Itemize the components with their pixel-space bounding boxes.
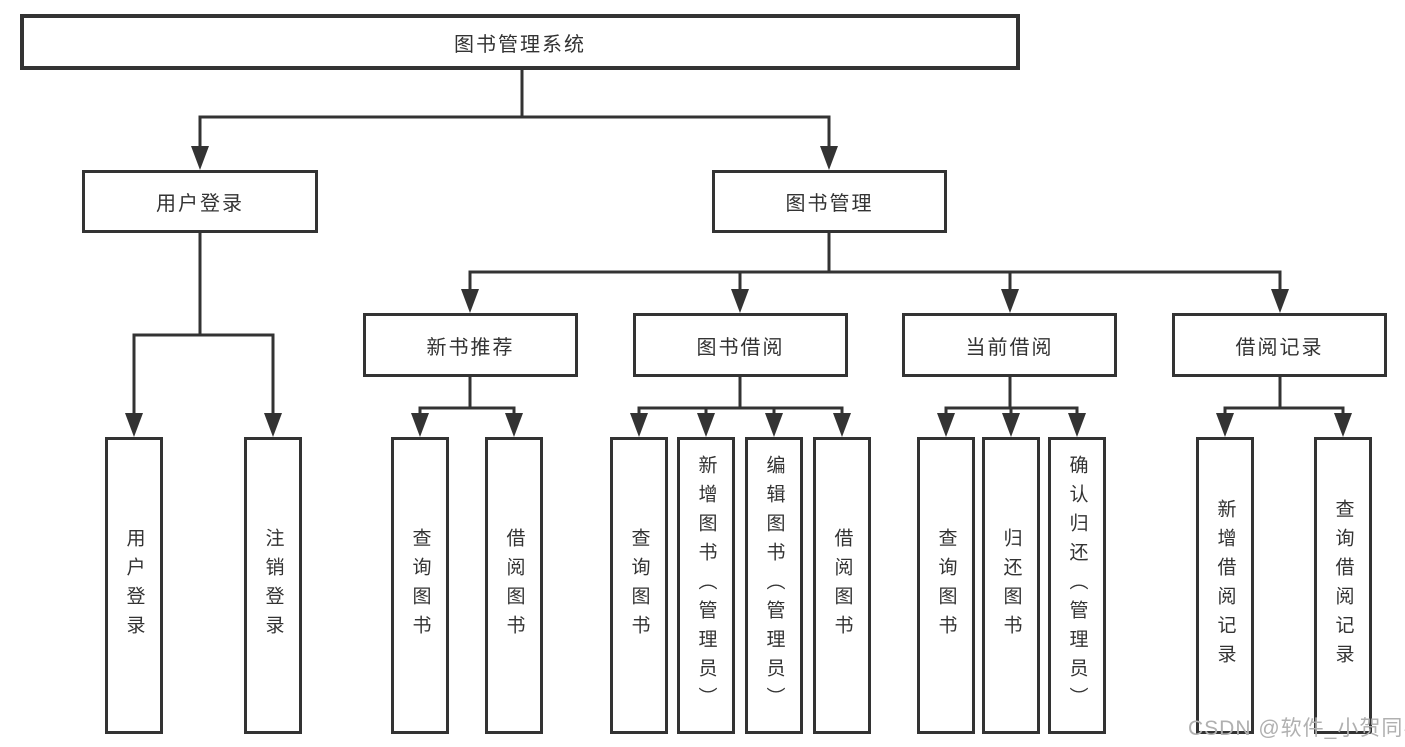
arrow-leaf-user-login — [125, 413, 143, 437]
leaf-nb-query-book-label: 查询图书 — [409, 527, 431, 644]
leaf-logout: 注销登录 — [244, 437, 302, 734]
arrow-leaf-nb-borrow — [505, 413, 523, 437]
edge-current-borrow-children — [944, 375, 1079, 421]
node-user-login: 用户登录 — [82, 170, 318, 233]
leaf-bb-query-book-label: 查询图书 — [628, 527, 650, 644]
leaf-cb-query-book: 查询图书 — [917, 437, 975, 734]
node-borrow-record: 借阅记录 — [1172, 313, 1387, 377]
leaf-bb-borrow-book: 借阅图书 — [813, 437, 871, 734]
leaf-bb-query-book: 查询图书 — [610, 437, 668, 734]
arrow-book-mgmt — [820, 146, 838, 170]
arrow-leaf-br-query — [1334, 413, 1352, 437]
node-root-system: 图书管理系统 — [20, 14, 1020, 70]
arrow-leaf-logout — [264, 413, 282, 437]
edge-new-book-children — [418, 375, 516, 421]
csdn-watermark: CSDN @软件_小贺同学 — [1188, 717, 1405, 740]
edge-book-borrow-children — [637, 375, 844, 421]
arrow-leaf-bb-edit — [765, 413, 783, 437]
edge-borrow-record-children — [1223, 375, 1345, 421]
arrow-leaf-nb-query — [411, 413, 429, 437]
leaf-bb-add-book-admin-label: 新增图书（管理员） — [695, 455, 717, 716]
arrow-borrow-record — [1271, 289, 1289, 313]
leaf-bb-add-book-admin: 新增图书（管理员） — [677, 437, 735, 734]
edge-user-login-children — [132, 231, 275, 421]
leaf-br-add-record-label: 新增借阅记录 — [1214, 498, 1236, 673]
leaf-cb-confirm-return-admin-label: 确认归还（管理员） — [1066, 455, 1088, 716]
arrow-leaf-cb-confirm — [1068, 413, 1086, 437]
arrow-book-borrow — [731, 289, 749, 313]
leaf-cb-query-book-label: 查询图书 — [935, 527, 957, 644]
arrow-leaf-bb-add — [697, 413, 715, 437]
leaf-br-add-record: 新增借阅记录 — [1196, 437, 1254, 734]
arrow-current-borrow — [1001, 289, 1019, 313]
arrow-leaf-bb-borrow — [833, 413, 851, 437]
leaf-nb-borrow-book-label: 借阅图书 — [503, 527, 525, 644]
node-new-book-recommend: 新书推荐 — [363, 313, 578, 377]
leaf-bb-edit-book-admin: 编辑图书（管理员） — [745, 437, 803, 734]
node-book-management: 图书管理 — [712, 170, 947, 233]
leaf-cb-confirm-return-admin: 确认归还（管理员） — [1048, 437, 1106, 734]
leaf-nb-borrow-book: 借阅图书 — [485, 437, 543, 734]
arrow-leaf-br-add — [1216, 413, 1234, 437]
arrow-leaf-cb-return — [1002, 413, 1020, 437]
leaf-nb-query-book: 查询图书 — [391, 437, 449, 734]
arrow-leaf-cb-query — [937, 413, 955, 437]
leaf-user-login: 用户登录 — [105, 437, 163, 734]
arrow-new-book-recommend — [461, 289, 479, 313]
arrow-leaf-bb-query — [630, 413, 648, 437]
leaf-user-login-label: 用户登录 — [123, 527, 145, 644]
node-current-borrow: 当前借阅 — [902, 313, 1117, 377]
leaf-bb-borrow-book-label: 借阅图书 — [831, 527, 853, 644]
node-book-borrow: 图书借阅 — [633, 313, 848, 377]
edge-book-mgmt-to-level3 — [468, 231, 1282, 297]
leaf-cb-return-book-label: 归还图书 — [1000, 527, 1022, 644]
leaf-bb-edit-book-admin-label: 编辑图书（管理员） — [763, 455, 785, 716]
edge-root-to-level2 — [198, 68, 831, 154]
leaf-cb-return-book: 归还图书 — [982, 437, 1040, 734]
leaf-br-query-record-label: 查询借阅记录 — [1332, 498, 1354, 673]
leaf-logout-label: 注销登录 — [262, 527, 284, 644]
arrow-user-login — [191, 146, 209, 170]
leaf-br-query-record: 查询借阅记录 — [1314, 437, 1372, 734]
